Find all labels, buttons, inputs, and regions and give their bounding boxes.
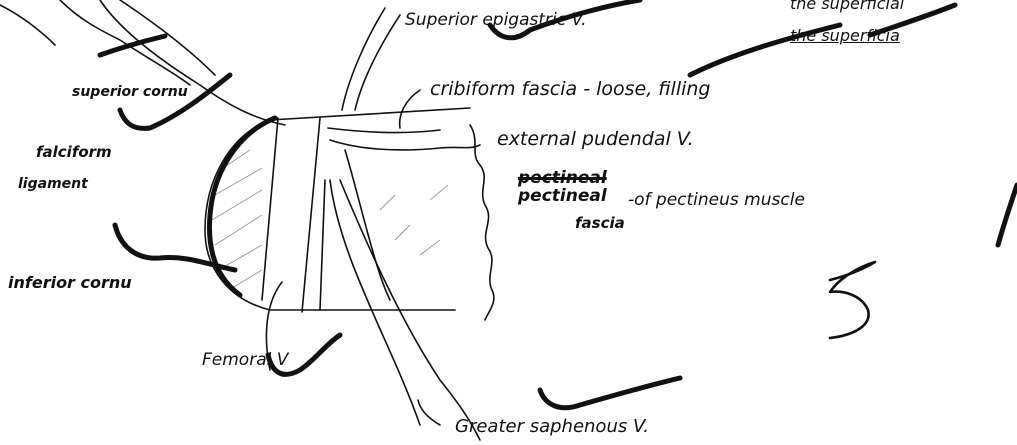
check-mark-superior-cornu [120,75,230,128]
upper-left-outline [60,0,190,85]
superior-epigastric-vein [342,8,385,110]
check-mark-falciform [115,225,235,270]
hatch-2 [380,185,448,255]
label-pectineal-struck: pectineal [518,170,607,187]
label-femoral-v: Femoral V [202,352,288,369]
check-mark-saphenous [540,378,680,408]
check-mark-edge [998,185,1017,245]
femoral-vein-right [302,118,320,312]
check-mark-top-left [100,36,165,55]
label-external-pudendal: external pudendal V. [497,130,694,149]
greater-saphenous-left [330,180,420,425]
label-pectineal: pectineal [518,188,607,205]
label-greater-saphenous: Greater saphenous V. [455,418,649,436]
superior-epigastric-vein-2 [355,15,400,110]
grade-five [830,262,875,338]
external-pudendal-vein [330,140,480,150]
label-superior-epigastric: Superior epigastric V. [405,12,587,29]
upper-band-line-2 [0,5,55,45]
label-fascia: fascia [575,216,625,231]
saphenous-leader [418,400,440,425]
label-top-right-1: the superficial [790,0,904,12]
label-falciform-2: ligament [18,177,88,191]
saphenous-opening-top [270,108,470,120]
label-falciform-1: falciform [36,145,112,160]
label-inferior-cornu: inferior cornu [8,275,132,291]
femoral-vein-inner [320,180,325,310]
cribiform-leader [400,90,420,128]
label-pectineus-muscle: -of pectineus muscle [628,192,805,209]
pectineal-wavy-edge [470,125,494,320]
external-pudendal-vein-2 [328,128,440,133]
femoral-vein-left [262,118,278,300]
label-top-right-2: the superficia [790,28,900,44]
label-cribiform-fascia: cribiform fascia - loose, filling [430,80,711,99]
label-superior-cornu: superior cornu [72,85,188,99]
